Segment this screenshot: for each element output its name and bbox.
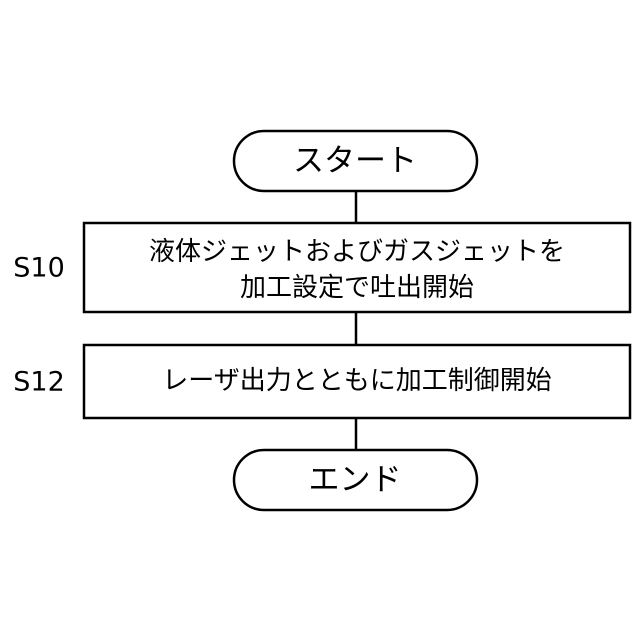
process-text-s12-line1: レーザ出力とともに加工制御開始 (162, 366, 551, 396)
step-id-s10: S10 (13, 253, 65, 284)
end-terminal: エンド (234, 450, 477, 510)
end-terminal-label: エンド (309, 462, 402, 498)
start-terminal: スタート (234, 131, 477, 191)
step-id-s12: S12 (13, 367, 65, 398)
process-step-s10: S10 液体ジェットおよびガスジェットを 加工設定で吐出開始 (13, 223, 630, 312)
process-step-s12: S12 レーザ出力とともに加工制御開始 (13, 345, 630, 418)
process-text-s10-line2: 加工設定で吐出開始 (240, 273, 474, 303)
start-terminal-label: スタート (293, 143, 417, 179)
process-text-s10-line1: 液体ジェットおよびガスジェットを (149, 237, 565, 267)
